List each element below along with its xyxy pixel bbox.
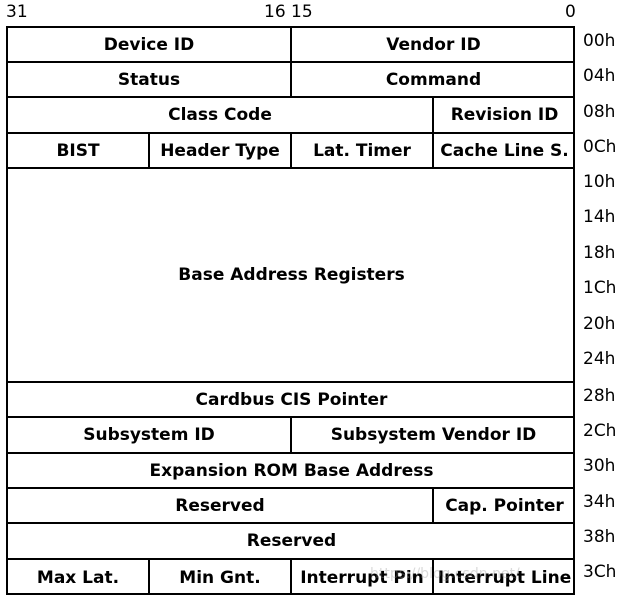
field-subsystem-id: Subsystem ID — [8, 418, 292, 454]
offset-label: 10h — [583, 172, 616, 192]
field-bist: BIST — [8, 134, 150, 169]
field-interrupt-pin: Interrupt Pin — [292, 560, 434, 595]
offset-label: 20h — [583, 314, 616, 334]
bit-label-31: 31 — [6, 2, 28, 22]
field-device-id: Device ID — [8, 28, 292, 63]
offset-label: 34h — [583, 492, 616, 512]
field-cardbus-cis-pointer: Cardbus CIS Pointer — [8, 383, 575, 418]
field-min-gnt: Min Gnt. — [150, 560, 292, 595]
field-max-lat: Max Lat. — [8, 560, 150, 595]
offset-label: 24h — [583, 349, 616, 369]
field-vendor-id: Vendor ID — [292, 28, 575, 63]
offset-label: 1Ch — [583, 278, 617, 298]
field-cache-line-size: Cache Line S. — [434, 134, 575, 169]
field-cap-pointer: Cap. Pointer — [434, 489, 575, 524]
offset-label: 00h — [583, 31, 616, 51]
field-header-type: Header Type — [150, 134, 292, 169]
bit-label-16: 16 — [264, 2, 286, 22]
field-base-address-registers: Base Address Registers — [8, 169, 575, 383]
register-table: Device ID Vendor ID Status Command Class… — [6, 26, 575, 595]
bit-label-15: 15 — [291, 2, 313, 22]
offset-label: 04h — [583, 66, 616, 86]
offset-label: 38h — [583, 527, 616, 547]
offset-label: 14h — [583, 207, 616, 227]
field-reserved-38: Reserved — [8, 524, 575, 560]
watermark: https://blog.csdn.net/ — [370, 566, 520, 582]
offset-label: 08h — [583, 102, 616, 122]
field-interrupt-line: Interrupt Line — [437, 567, 572, 588]
offset-label: 3Ch — [583, 562, 617, 582]
field-command: Command — [292, 63, 575, 98]
offset-label: 0Ch — [583, 137, 617, 157]
offset-label: 18h — [583, 243, 616, 263]
field-class-code: Class Code — [8, 98, 434, 134]
offset-label: 30h — [583, 456, 616, 476]
field-lat-timer: Lat. Timer — [292, 134, 434, 169]
field-status: Status — [8, 63, 292, 98]
offset-label: 2Ch — [583, 421, 617, 441]
field-expansion-rom-base-address: Expansion ROM Base Address — [8, 454, 575, 489]
field-subsystem-vendor-id: Subsystem Vendor ID — [292, 418, 575, 454]
offset-label: 28h — [583, 386, 616, 406]
field-revision-id: Revision ID — [434, 98, 575, 134]
bit-label-0: 0 — [565, 2, 576, 22]
field-reserved-34: Reserved — [8, 489, 434, 524]
